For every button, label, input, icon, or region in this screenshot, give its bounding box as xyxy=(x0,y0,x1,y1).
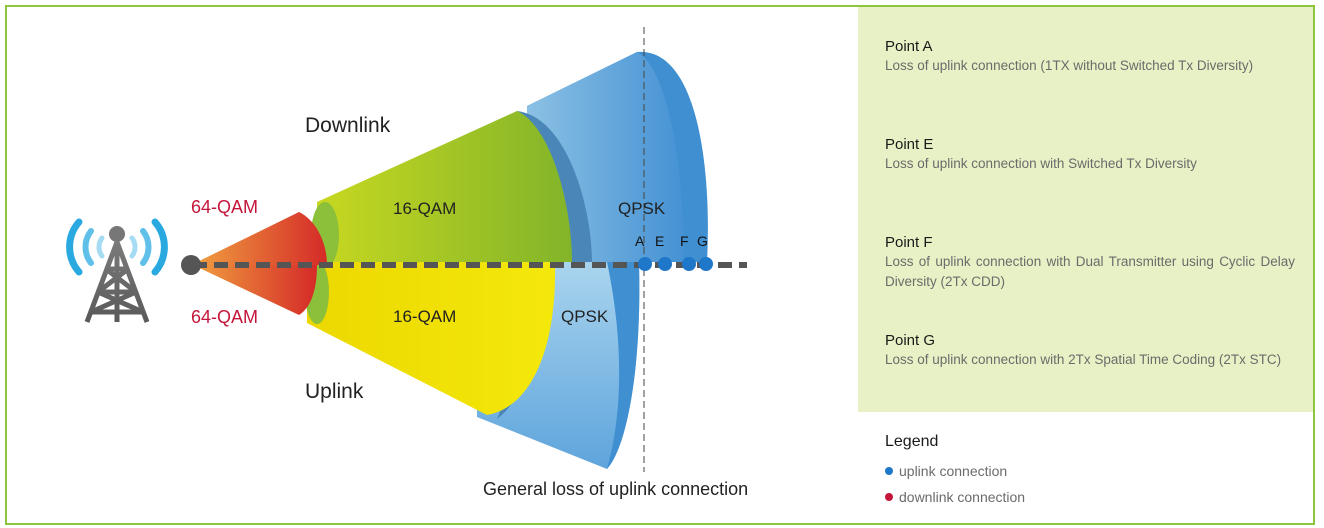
point-a-label: A xyxy=(635,233,645,249)
diagram-frame: Downlink Uplink 64-QAM 64-QAM 16-QAM 16-… xyxy=(5,5,1315,525)
point-g-label: G xyxy=(697,233,708,249)
points-panel xyxy=(858,7,1313,412)
point-g-marker xyxy=(699,257,713,271)
qam16-uplink-region xyxy=(307,262,556,415)
origin-point xyxy=(181,255,201,275)
loss-caption: General loss of uplink connection xyxy=(483,479,749,499)
legend-uplink-label: uplink connection xyxy=(899,463,1008,479)
qpsk-bottom-label: QPSK xyxy=(561,307,609,326)
point-e-marker xyxy=(658,257,672,271)
point-f-entry: Point F Loss of uplink connection with D… xyxy=(885,234,1295,292)
qam64-downlink-region xyxy=(193,212,327,265)
point-e-title: Point E xyxy=(885,136,934,153)
legend-title: Legend xyxy=(885,433,939,450)
legend-item-downlink: downlink connection xyxy=(885,489,1025,505)
point-g-entry: Point G Loss of uplink connection with 2… xyxy=(885,332,1295,370)
qam16-downlink-region xyxy=(317,111,572,262)
coverage-cone-graphic xyxy=(66,27,747,472)
qam16-bottom-label: 16-QAM xyxy=(393,307,457,326)
legend-downlink-label: downlink connection xyxy=(899,489,1026,505)
point-f-marker xyxy=(682,257,696,271)
point-f-label: F xyxy=(680,233,689,249)
qam16-top-label: 16-QAM xyxy=(393,199,457,218)
side-panel: Point A Loss of uplink connection (1TX w… xyxy=(858,7,1313,523)
point-e-desc: Loss of uplink connection with Switched … xyxy=(885,156,1197,171)
uplink-dot-icon xyxy=(885,467,893,475)
point-f-desc: Loss of uplink connection with Dual Tran… xyxy=(885,254,1295,289)
downlink-dot-icon xyxy=(885,493,893,501)
qpsk-uplink-rim xyxy=(607,262,640,469)
point-a-entry: Point A Loss of uplink connection (1TX w… xyxy=(885,38,1295,76)
point-f-title: Point F xyxy=(885,234,933,251)
qam64-top-label: 64-QAM xyxy=(191,197,259,217)
qam64-uplink-region xyxy=(193,265,317,315)
uplink-label: Uplink xyxy=(305,380,364,403)
coverage-diagram: Downlink Uplink 64-QAM 64-QAM 16-QAM 16-… xyxy=(7,7,857,523)
point-a-desc: Loss of uplink connection (1TX without S… xyxy=(885,58,1254,73)
qpsk-top-label: QPSK xyxy=(618,199,666,218)
legend-item-uplink: uplink connection xyxy=(885,463,1007,479)
point-a-marker xyxy=(638,257,652,271)
point-e-entry: Point E Loss of uplink connection with S… xyxy=(885,136,1295,174)
point-e-label: E xyxy=(655,233,665,249)
point-a-title: Point A xyxy=(885,38,933,55)
point-g-desc: Loss of uplink connection with 2Tx Spati… xyxy=(885,352,1282,367)
legend-panel xyxy=(858,412,1313,523)
downlink-label: Downlink xyxy=(305,114,391,137)
point-g-title: Point G xyxy=(885,332,936,349)
cell-tower-icon xyxy=(66,218,168,323)
qam64-bottom-label: 64-QAM xyxy=(191,307,259,327)
